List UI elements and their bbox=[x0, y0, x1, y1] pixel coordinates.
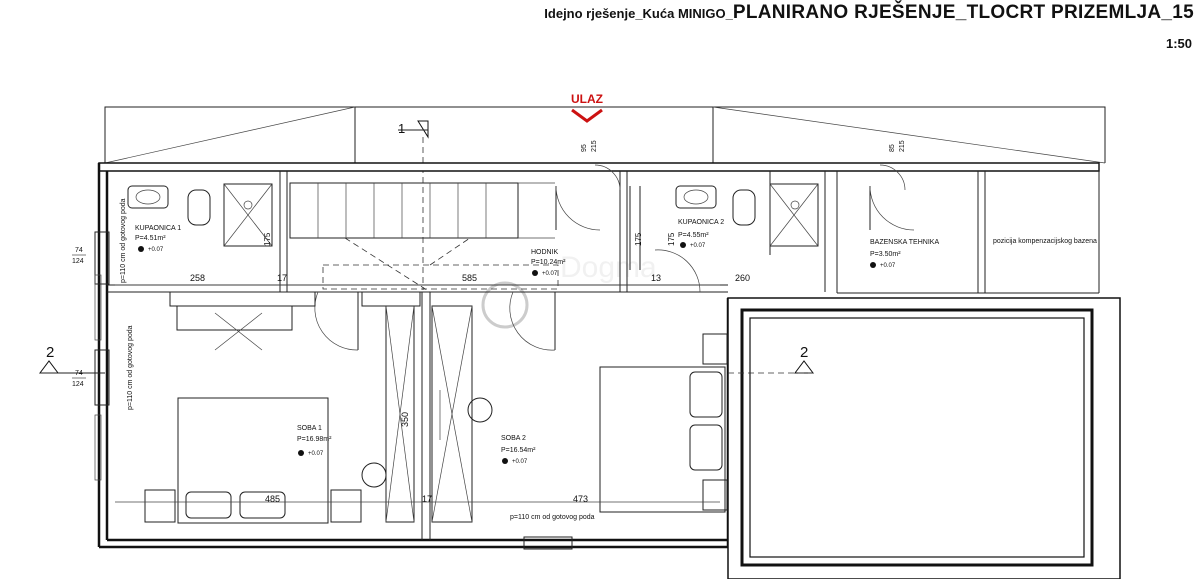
bed-soba-1 bbox=[144, 397, 362, 524]
section-2-right-label: 2 bbox=[800, 344, 808, 361]
staircase bbox=[289, 182, 559, 293]
room-area: P=4.55m² bbox=[678, 232, 709, 239]
drawing-scale: 1:50 bbox=[1165, 36, 1192, 51]
dim-13: 13 bbox=[651, 273, 661, 283]
room-kupaonica-1: KUPAONICA 1 P=4.51m² +0.07 bbox=[135, 225, 181, 253]
room-level: +0.07 bbox=[512, 459, 528, 465]
sill-height-note-left-mid: p=110 cm od gotovog poda bbox=[127, 325, 134, 410]
room-name: SOBA 1 bbox=[297, 425, 322, 432]
pool bbox=[727, 297, 1121, 579]
drawing-title: PLANIRANO RJEŠENJE_TLOCRT PRIZEMLJA_15 bbox=[732, 2, 1194, 23]
room-name: SOBA 2 bbox=[501, 435, 526, 442]
bathroom-2-fixtures bbox=[629, 183, 819, 270]
drawing-title-block: Idejno rješenje_Kuća MINIGO_PLANIRANO RJ… bbox=[544, 2, 1194, 24]
room-name: BAZENSKA TEHNIKA bbox=[870, 239, 939, 246]
entrance-marker: ULAZ bbox=[571, 92, 603, 123]
room-level: +0.07 bbox=[542, 271, 558, 277]
dim-175-c: 175 bbox=[667, 232, 676, 246]
watermark-logo bbox=[481, 281, 529, 329]
room-kupaonica-2: KUPAONICA 2 P=4.55m² +0.07 bbox=[678, 219, 724, 249]
dim-175-b: 175 bbox=[634, 232, 643, 246]
section-2-left-label: 2 bbox=[46, 344, 54, 361]
desk-chairs bbox=[361, 397, 493, 488]
bathroom-1-fixtures bbox=[127, 183, 273, 247]
dim-17-top: 17 bbox=[277, 273, 287, 283]
room-area: P=4.51m² bbox=[135, 235, 166, 242]
watermark: Dogma bbox=[560, 251, 657, 284]
dim-585: 585 bbox=[462, 273, 477, 283]
room-area: P=16.54m² bbox=[501, 447, 536, 454]
room-level: +0.07 bbox=[690, 243, 706, 249]
section-2-markers: 2 2 bbox=[39, 344, 814, 374]
room-name: KUPAONICA 2 bbox=[678, 219, 724, 226]
dim-175-a: 175 bbox=[263, 232, 272, 246]
level-markers bbox=[138, 242, 876, 464]
dim-215-a: 215 bbox=[591, 140, 598, 152]
dim-350: 350 bbox=[400, 412, 410, 427]
room-area: P=10.24m² bbox=[531, 259, 566, 266]
dim-95: 95 bbox=[581, 144, 588, 152]
section-1-label: 1 bbox=[398, 121, 405, 136]
room-level: +0.07 bbox=[880, 263, 896, 269]
window-dim-top-b: 124 bbox=[72, 258, 84, 265]
room-bazenska-tehnika: BAZENSKA TEHNIKA P=3.50m² +0.07 bbox=[870, 239, 939, 269]
room-soba-1: SOBA 1 P=16.98m² +0.07 bbox=[297, 425, 332, 457]
window-dim-top-a: 74 bbox=[75, 247, 83, 254]
dim-17-bottom: 17 bbox=[422, 494, 432, 504]
wardrobes bbox=[169, 291, 473, 523]
doors bbox=[314, 164, 915, 351]
interior-walls bbox=[107, 171, 826, 540]
dimension-lines: 258 17 585 13 260 485 17 473 350 175 175… bbox=[72, 140, 906, 504]
window-dim-mid-a: 74 bbox=[75, 370, 83, 377]
bed-soba-2 bbox=[599, 333, 728, 513]
dim-85: 85 bbox=[889, 144, 896, 152]
sill-height-note: p=110 cm od gotovog poda bbox=[510, 514, 595, 521]
room-level: +0.07 bbox=[308, 451, 324, 457]
dim-215-b: 215 bbox=[899, 140, 906, 152]
room-soba-2: SOBA 2 P=16.54m² +0.07 bbox=[501, 435, 536, 465]
dim-485: 485 bbox=[265, 494, 280, 504]
dim-260: 260 bbox=[735, 273, 750, 283]
room-area: P=16.98m² bbox=[297, 436, 332, 443]
room-hodnik: HODNIK P=10.24m² +0.07 bbox=[531, 249, 566, 277]
room-name: HODNIK bbox=[531, 249, 559, 256]
entrance-label: ULAZ bbox=[571, 92, 603, 106]
window-dim-mid-b: 124 bbox=[72, 381, 84, 388]
upper-terrace bbox=[104, 106, 1106, 164]
room-name: KUPAONICA 1 bbox=[135, 225, 181, 232]
room-area: P=3.50m² bbox=[870, 251, 901, 258]
compensation-pool-label: pozicija kompenzacijskog bazena bbox=[993, 238, 1097, 245]
dim-258: 258 bbox=[190, 273, 205, 283]
sill-height-note-left-top: p=110 cm od gotovog poda bbox=[120, 198, 127, 283]
room-level: +0.07 bbox=[148, 247, 164, 253]
dim-473: 473 bbox=[573, 494, 588, 504]
project-prefix: Idejno rješenje_Kuća MINIGO_ bbox=[544, 6, 733, 21]
windows bbox=[94, 231, 573, 550]
